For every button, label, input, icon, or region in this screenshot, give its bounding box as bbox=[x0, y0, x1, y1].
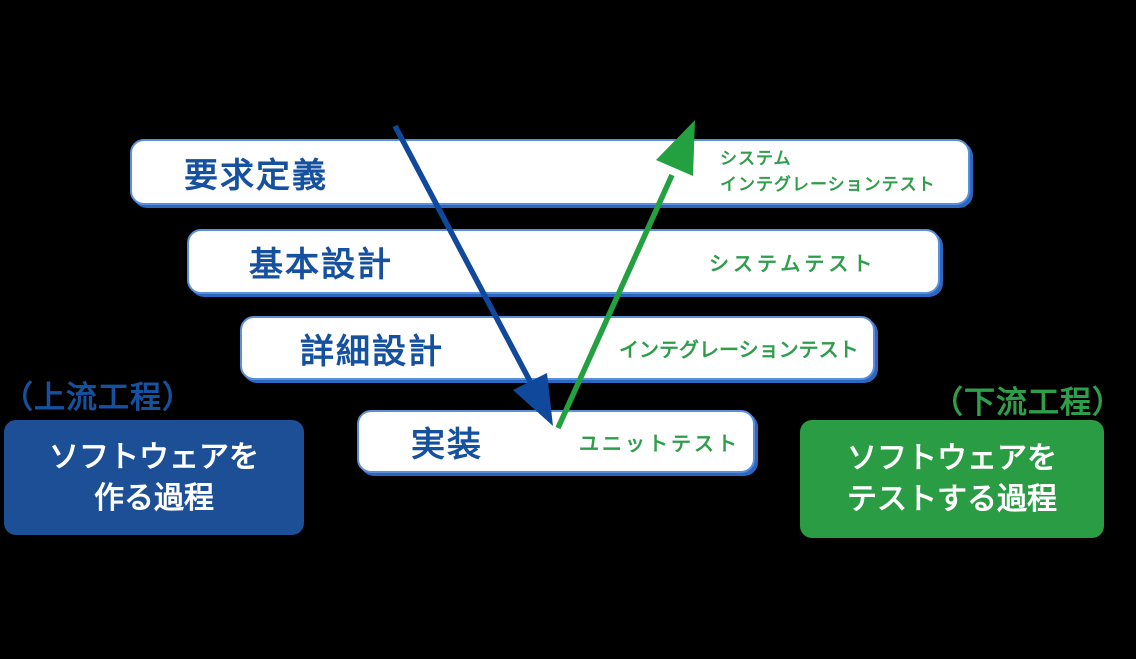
test-label: ユニットテスト bbox=[579, 433, 740, 455]
green-arrow-line bbox=[555, 173, 675, 430]
upstream-process-box: ソフトウェアを 作る過程 bbox=[4, 420, 304, 535]
phase-label: 基本設計 bbox=[249, 246, 393, 284]
test-label: システム インテグレーションテスト bbox=[720, 146, 936, 198]
phase-box-requirements: 要求定義 システム インテグレーションテスト bbox=[130, 139, 970, 205]
phase-label: 実装 bbox=[411, 426, 483, 464]
downstream-caption: （下流工程） bbox=[932, 385, 1124, 420]
test-label: インテグレーションテスト bbox=[619, 339, 859, 362]
phase-label: 要求定義 bbox=[184, 156, 328, 195]
upstream-caption: （上流工程） bbox=[2, 380, 194, 415]
test-label-line: インテグレーションテスト bbox=[720, 175, 936, 194]
test-label: システムテスト bbox=[709, 253, 877, 275]
downstream-process-box: ソフトウェアを テストする過程 bbox=[800, 420, 1104, 538]
phase-label: 詳細設計 bbox=[300, 332, 444, 371]
downstream-process-line: テストする過程 bbox=[847, 483, 1057, 516]
downstream-process-line: ソフトウェアを bbox=[847, 442, 1057, 475]
phase-box-basic-design: 基本設計 システムテスト bbox=[187, 229, 940, 294]
phase-box-implementation: 実装 ユニットテスト bbox=[357, 410, 755, 473]
upstream-process-line: 作る過程 bbox=[94, 481, 214, 515]
upstream-process-line: ソフトウェアを bbox=[49, 440, 259, 474]
phase-box-detailed-design: 詳細設計 インテグレーションテスト bbox=[240, 316, 875, 380]
test-label-line: システム bbox=[720, 149, 792, 168]
